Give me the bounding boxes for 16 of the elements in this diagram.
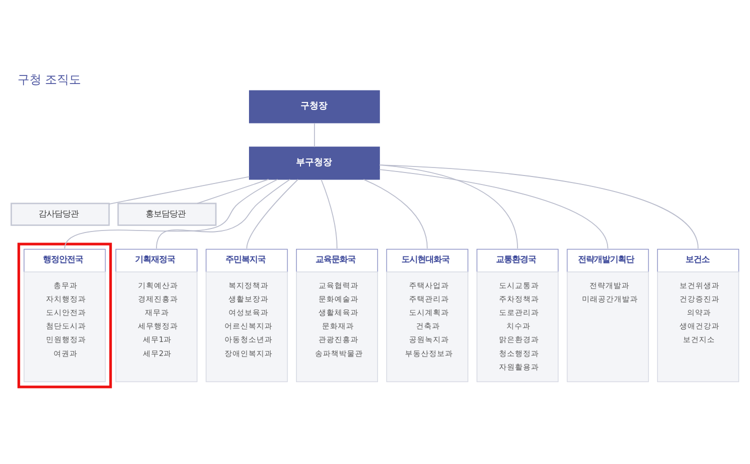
connector [156,178,290,249]
node-box: 감사담당관 [10,202,110,226]
connector [108,176,250,204]
connector [379,164,699,249]
diagram-title: 구청 조직도 [17,72,82,87]
node-box: 구청장 [249,90,380,124]
node-box: 부구청장 [249,146,380,180]
cluster [17,242,112,388]
node-box: 홍보담당관 [117,202,217,226]
connector [320,179,338,249]
connector [196,178,270,204]
connector [363,179,428,249]
connector [379,169,608,249]
connector [314,122,315,148]
connector [246,178,298,249]
connector [64,178,278,249]
